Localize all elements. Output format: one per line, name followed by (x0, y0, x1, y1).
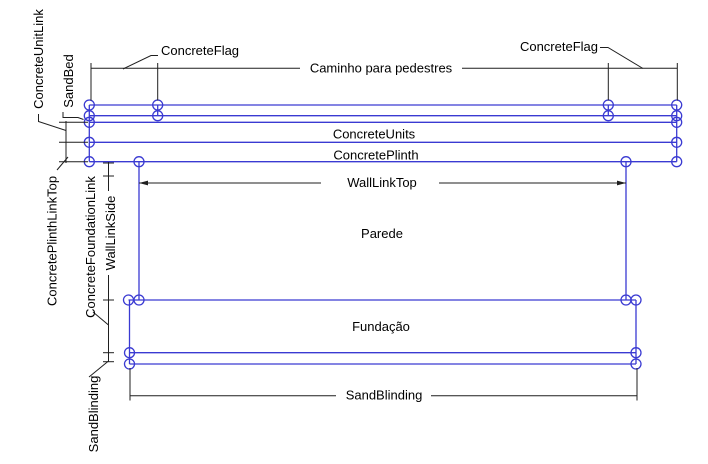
wall-label: Parede (361, 226, 403, 241)
concrete-units-label: ConcreteUnits (333, 127, 416, 142)
walkway-label: Caminho para pedestres (310, 61, 453, 76)
sand-blinding-dimension: SandBlinding (129, 368, 638, 403)
concrete-plinth-label: ConcretePlinth (333, 148, 418, 163)
concrete-foundation-link-label: ConcreteFoundationLink (83, 176, 98, 318)
wall-side-chain (103, 162, 114, 363)
wall-outline (138, 161, 627, 300)
layer-boundary-chain (59, 121, 88, 163)
concrete-flag-left-label: ConcreteFlag (161, 43, 239, 58)
concrete-plinth-link-top-label: ConcretePlinthLinkTop (45, 176, 60, 306)
sand-blinding-dim-label: SandBlinding (346, 388, 423, 403)
label-leaders (38, 112, 109, 378)
foundation-label: Fundação (352, 319, 410, 334)
concrete-flag-right-label: ConcreteFlag (520, 39, 598, 54)
concrete-flag-callout-right: ConcreteFlag (520, 39, 644, 69)
sand-bed-label: SandBed (61, 54, 76, 108)
foundation-outline (128, 299, 637, 365)
link-node-circles (83, 99, 683, 370)
pavement-layer-lines (89, 104, 677, 163)
concrete-unit-link-label: ConcreteUnitLink (31, 9, 46, 109)
wall-link-top-label: WallLinkTop (347, 175, 417, 190)
wall-link-side-label: WallLinkSide (103, 196, 118, 271)
walkway-dimension: Caminho para pedestres (90, 61, 678, 101)
concrete-flag-callout-left: ConcreteFlag (122, 43, 239, 70)
wall-link-top-dimension: WallLinkTop (139, 175, 626, 190)
sand-blinding-left-label: SandBlinding (86, 376, 101, 453)
